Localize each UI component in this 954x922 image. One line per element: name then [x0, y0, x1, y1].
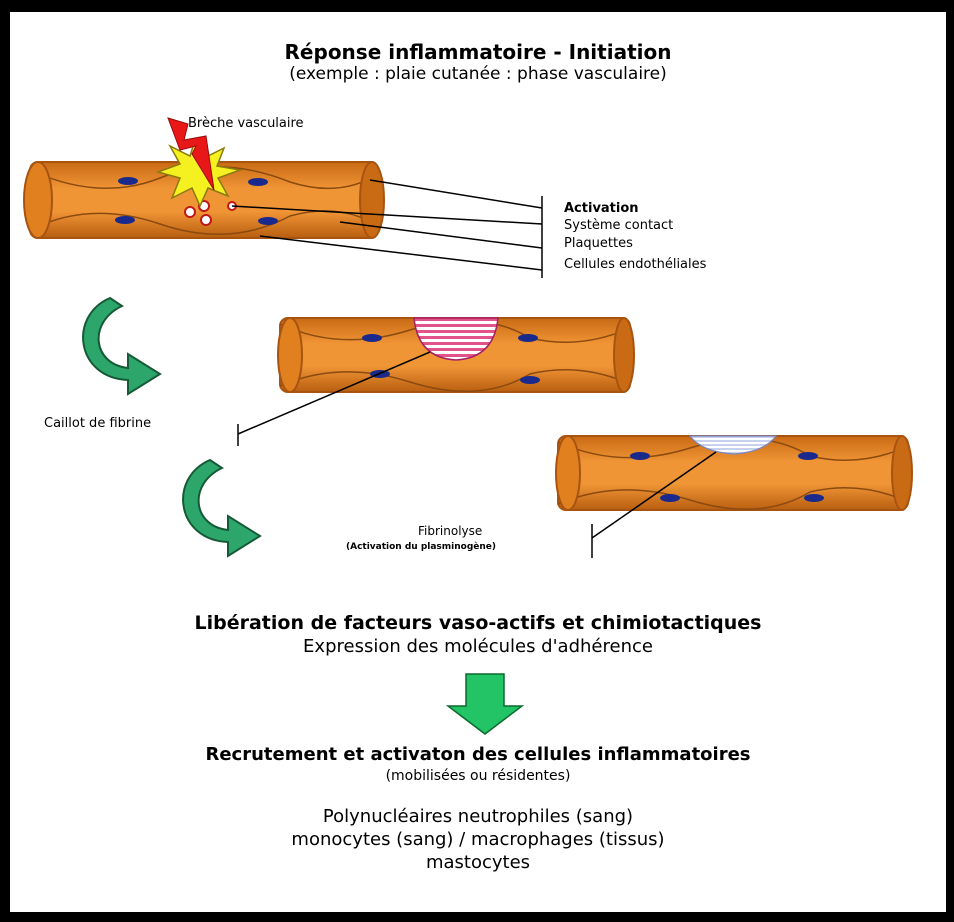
curved-arrow-1-icon	[83, 298, 160, 394]
nucleus-icon	[660, 494, 680, 502]
nucleus-icon	[362, 334, 382, 342]
nucleus-icon	[118, 177, 138, 185]
activation-item-plaquettes: Plaquettes	[564, 236, 633, 251]
liberation-sub: Expression des molécules d'adhérence	[10, 636, 946, 657]
nucleus-icon	[520, 376, 540, 384]
liberation-heading: Libération de facteurs vaso-actifs et ch…	[10, 612, 946, 634]
recrutement-heading: Recrutement et activaton des cellules in…	[10, 744, 946, 765]
vessel-2	[278, 318, 634, 392]
nucleus-icon	[804, 494, 824, 502]
curved-arrow-2-icon	[183, 460, 260, 556]
recrutement-sub: (mobilisées ou résidentes)	[10, 768, 946, 784]
caillot-label: Caillot de fibrine	[44, 416, 151, 431]
nucleus-icon	[798, 452, 818, 460]
cell-type-monocytes: monocytes (sang) / macrophages (tissus)	[10, 829, 946, 850]
fibrinolyse-sublabel: (Activation du plasminogène)	[346, 542, 496, 552]
activation-item-contact: Système contact	[564, 218, 673, 233]
nucleus-icon	[518, 334, 538, 342]
cell-type-mastocytes: mastocytes	[10, 852, 946, 873]
cell-type-neutrophiles: Polynucléaires neutrophiles (sang)	[10, 806, 946, 827]
activation-heading: Activation	[564, 201, 639, 216]
vessel-3	[556, 436, 912, 510]
down-arrow-icon	[448, 674, 522, 734]
activation-item-endotheliales: Cellules endothéliales	[564, 257, 706, 272]
diagram-canvas: Réponse inflammatoire - Initiation (exem…	[10, 12, 946, 912]
nucleus-icon	[258, 217, 278, 225]
breche-label: Brèche vasculaire	[188, 116, 304, 131]
nucleus-icon	[115, 216, 135, 224]
nucleus-icon	[630, 452, 650, 460]
fibrinolyse-label: Fibrinolyse	[418, 524, 482, 538]
page-subtitle: (exemple : plaie cutanée : phase vascula…	[10, 64, 946, 84]
nucleus-icon	[248, 178, 268, 186]
page-title: Réponse inflammatoire - Initiation	[10, 40, 946, 64]
